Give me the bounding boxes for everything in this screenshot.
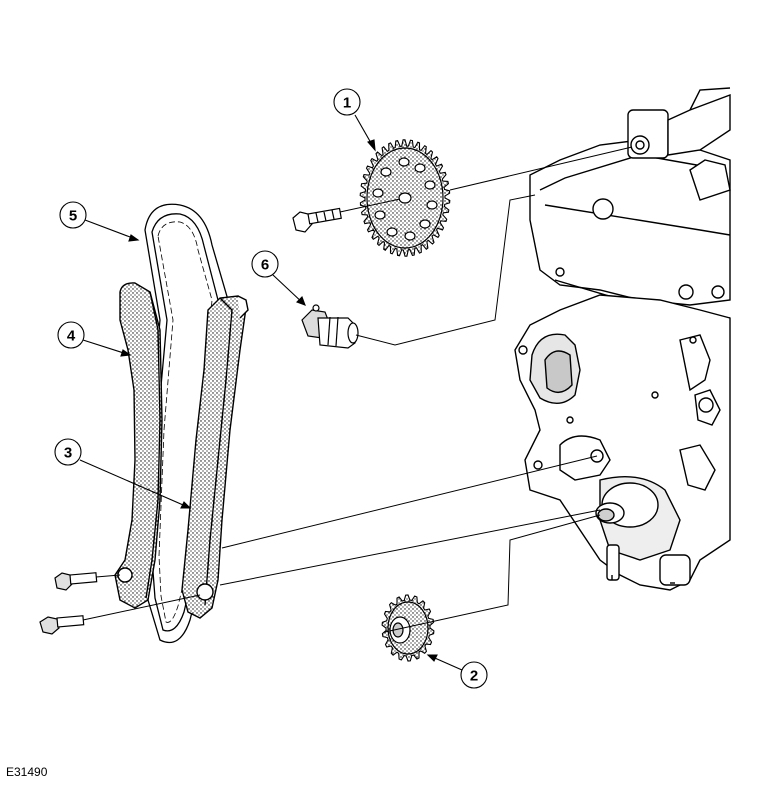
timing-chain xyxy=(144,203,229,644)
callout-5: 5 xyxy=(59,201,140,242)
tensioner-guide xyxy=(114,282,163,609)
callout-3-label: 3 xyxy=(64,445,72,462)
callout-2: 2 xyxy=(426,654,488,689)
camshaft-sprocket xyxy=(359,139,451,257)
figure-id: E31490 xyxy=(6,765,48,779)
callout-4-label: 4 xyxy=(67,328,76,345)
callout-6: 6 xyxy=(251,250,306,306)
engine-block xyxy=(514,87,731,591)
assembly-lines xyxy=(82,146,633,633)
callout-6-label: 6 xyxy=(261,257,269,274)
camshaft-sprocket-bolt xyxy=(292,207,342,233)
chain-tensioner xyxy=(301,304,359,349)
callout-3: 3 xyxy=(54,438,192,509)
callouts: 1 2 3 4 5 xyxy=(54,88,488,689)
callout-4: 4 xyxy=(57,321,132,357)
guide-bolt-upper xyxy=(54,572,98,591)
fixed-guide xyxy=(181,295,249,619)
crankshaft-sprocket xyxy=(381,594,435,662)
guide-bolt-lower xyxy=(39,615,85,635)
callout-1: 1 xyxy=(333,88,376,152)
callout-2-label: 2 xyxy=(470,668,478,685)
callout-1-label: 1 xyxy=(343,95,351,112)
callout-5-label: 5 xyxy=(69,208,77,225)
